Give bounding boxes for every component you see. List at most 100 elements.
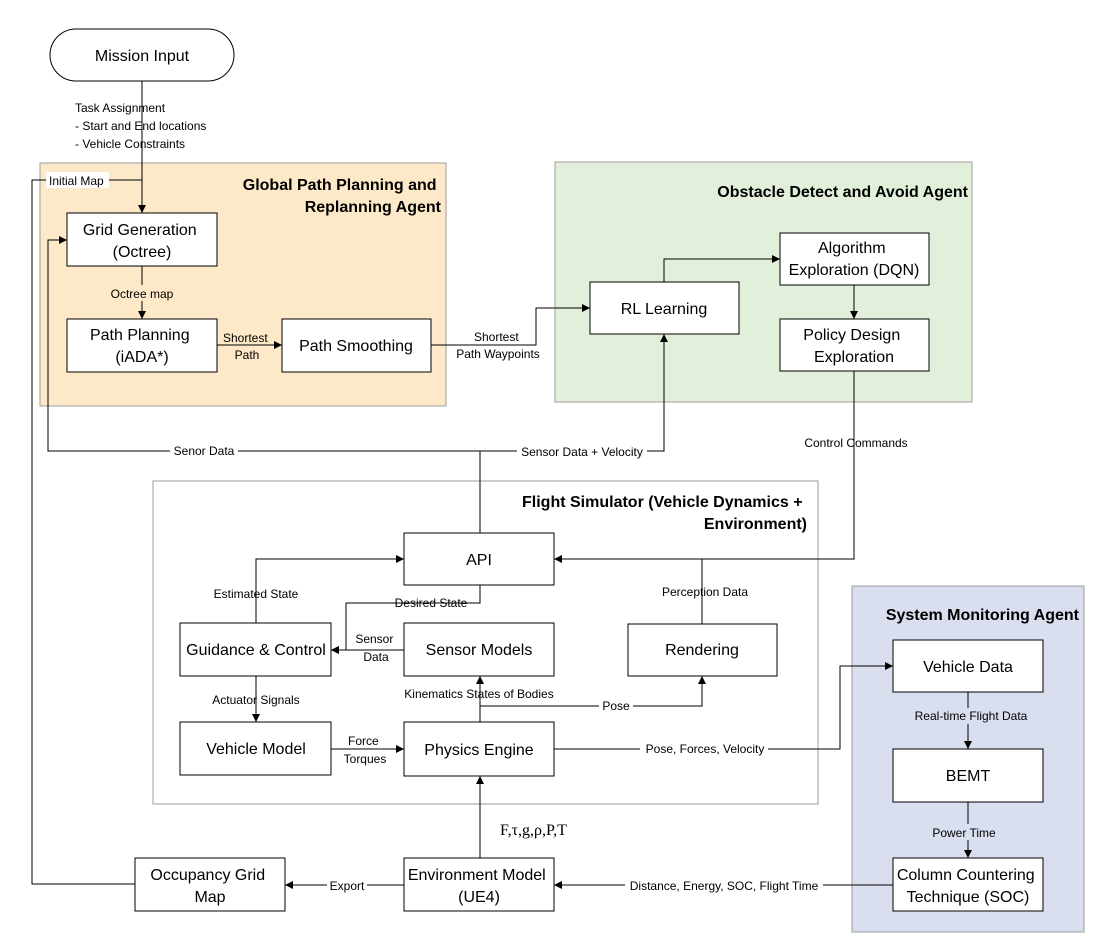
- backdrop-octree-map: [108, 285, 176, 301]
- column-countering-label-line-2: Technique (SOC): [907, 889, 1030, 906]
- octree-map-label: Octree map: [111, 287, 174, 301]
- senor-data-label: Senor Data: [174, 444, 235, 458]
- backdrop-senor-data: [170, 443, 238, 459]
- rl-learning-label-line-1: RL Learning: [621, 301, 708, 318]
- vehicle-data-label-line-1: Vehicle Data: [923, 659, 1013, 676]
- initial-map-label: Initial Map: [49, 174, 104, 188]
- path-smoothing-label: Path Smoothing: [299, 338, 413, 355]
- task-assignment-line-3: - Vehicle Constraints: [75, 137, 185, 151]
- guidance-control-node: [179, 622, 332, 677]
- sensor-models-node: [403, 622, 555, 677]
- task-assignment-line-1: Task Assignment: [75, 101, 166, 115]
- path-planning-label-line-1: Path Planning: [90, 327, 190, 344]
- api-label: API: [466, 552, 492, 569]
- algorithm-exploration-label-line-2: Exploration (DQN): [789, 262, 920, 279]
- obstacle-region-title-line-1: Obstacle Detect and Avoid Agent: [717, 184, 968, 201]
- backdrop-initial-map: [46, 172, 109, 188]
- realtime-flight-data-label: Real-time Flight Data: [915, 709, 1028, 723]
- kinematics-states-label: Kinematics States of Bodies: [404, 687, 553, 701]
- shortest-path-waypoints-line-1: Shortest: [474, 330, 519, 344]
- shortest-path-waypoints-label: Shortest Path Waypoints: [456, 330, 540, 361]
- mission-input-label: Mission Input: [95, 48, 190, 65]
- edge-label-backdrops: [46, 172, 1033, 893]
- desired-state-label: Desired State: [395, 596, 468, 610]
- backdrop-export: [327, 877, 367, 893]
- obstacle-region-title: Obstacle Detect and Avoid Agent: [717, 184, 968, 201]
- sensor-data-line-1: Sensor: [355, 632, 393, 646]
- vehicle-data-label: Vehicle Data: [923, 659, 1013, 676]
- simulator-region-title-line-2: Environment): [704, 516, 807, 533]
- physics-engine-node: [403, 721, 555, 777]
- global-region-title-line-2: Replanning Agent: [305, 199, 442, 216]
- rl-learning-node: [589, 281, 740, 335]
- global-region-title-line-1: Global Path Planning and: [243, 177, 437, 194]
- occupancy-grid-label-line-1: Occupancy Grid: [150, 867, 265, 884]
- backdrop-distance-energy: [625, 877, 823, 893]
- env-params-label: F,τ,g,ρ,P,T: [500, 822, 567, 839]
- guidance-control-label: Guidance & Control: [186, 642, 326, 659]
- force-torques-label: Force Torques: [344, 734, 387, 766]
- grid-generation-label: Grid Generation (Octree): [83, 222, 201, 261]
- monitoring-region-title: System Monitoring Agent: [886, 607, 1080, 624]
- sensor-data-label: Sensor Data: [355, 632, 396, 664]
- vehicle-data-node: [892, 639, 1044, 693]
- edge-policy-to-api: [554, 371, 855, 563]
- task-assignment-label: Task Assignment - Start and End location…: [75, 101, 210, 151]
- path-smoothing-node: [281, 318, 432, 373]
- simulator-region-title-line-1: Flight Simulator (Vehicle Dynamics +: [522, 494, 803, 511]
- control-commands-label: Control Commands: [804, 436, 907, 450]
- vehicle-model-node: [179, 721, 332, 776]
- task-assignment-line-2: - Start and End locations: [75, 119, 206, 133]
- grid-generation-label-line-1: Grid Generation: [83, 222, 197, 239]
- policy-design-node: [779, 318, 930, 372]
- occupancy-grid-label: Occupancy Grid Map: [150, 867, 269, 906]
- actuator-signals-label: Actuator Signals: [212, 693, 299, 707]
- column-countering-label: Column Countering Technique (SOC): [897, 867, 1039, 906]
- grid-generation-label-line-2: (Octree): [113, 244, 172, 261]
- backdrop-realtime-flight-data: [910, 708, 1033, 724]
- export-label: Export: [330, 879, 365, 893]
- bemt-label-line-1: BEMT: [946, 768, 991, 785]
- edge-labels: Task Assignment - Start and End location…: [49, 101, 1028, 893]
- path-planning-node: [66, 318, 218, 373]
- algorithm-exploration-node: [779, 232, 930, 286]
- guidance-control-label-line-1: Guidance & Control: [186, 642, 326, 659]
- vehicle-model-label-line-1: Vehicle Model: [206, 741, 306, 758]
- perception-data-label: Perception Data: [662, 585, 748, 599]
- shortest-path-line-2: Path: [235, 348, 260, 362]
- policy-design-label-line-2: Exploration: [814, 349, 894, 366]
- policy-design-label: Policy Design Exploration: [803, 327, 904, 366]
- force-torques-line-1: Force: [348, 734, 379, 748]
- physics-engine-label-line-1: Physics Engine: [424, 742, 533, 759]
- sensor-models-label-line-1: Sensor Models: [426, 642, 533, 659]
- force-torques-line-2: Torques: [344, 752, 387, 766]
- path-planning-label: Path Planning (iADA*): [90, 327, 194, 366]
- api-node: [403, 532, 555, 586]
- grid-generation-node: [66, 212, 218, 267]
- path-smoothing-label-line-1: Path Smoothing: [299, 338, 413, 355]
- shortest-path-label: Shortest Path: [223, 331, 271, 362]
- backdrop-pose-forces: [640, 741, 768, 757]
- path-planning-label-line-2: (iADA*): [115, 349, 168, 366]
- shortest-path-waypoints-line-2: Path Waypoints: [456, 347, 540, 361]
- monitoring-region-title-line-1: System Monitoring Agent: [886, 607, 1080, 624]
- bemt-node: [892, 748, 1044, 803]
- physics-engine-label: Physics Engine: [424, 742, 533, 759]
- environment-model-label-line-2: (UE4): [458, 889, 500, 906]
- column-countering-node: [892, 857, 1044, 912]
- edge-physics-to-rendering: [480, 676, 706, 707]
- edge-guidance-to-api: [255, 555, 404, 623]
- vehicle-model-label: Vehicle Model: [206, 741, 306, 758]
- estimated-state-label: Estimated State: [214, 587, 299, 601]
- edge-api-to-grid: [47, 236, 480, 452]
- bemt-label: BEMT: [946, 768, 991, 785]
- algorithm-exploration-label-line-1: Algorithm: [818, 240, 886, 257]
- algorithm-exploration-label: Algorithm Exploration (DQN): [789, 240, 920, 279]
- api-label-line-1: API: [466, 552, 492, 569]
- backdrop-sensor-data-velocity: [517, 443, 647, 459]
- rendering-node: [627, 623, 778, 677]
- environment-model-label-line-1: Environment Model: [408, 867, 546, 884]
- simulator-region-title: Flight Simulator (Vehicle Dynamics + Env…: [522, 494, 807, 533]
- pose-label: Pose: [602, 699, 630, 713]
